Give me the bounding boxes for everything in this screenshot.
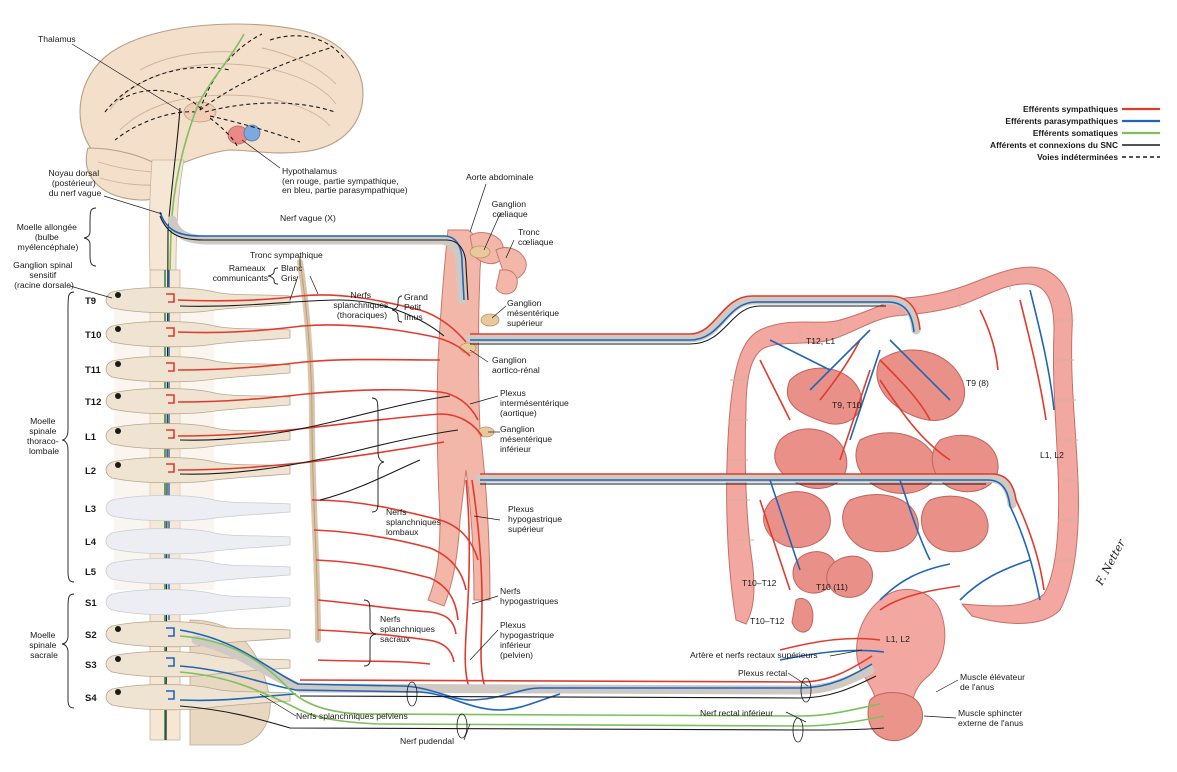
vertebral-segment-t10 <box>105 321 291 348</box>
legend-parasympathetic-label: Efférents parasympathiques <box>1005 116 1118 126</box>
label-moelle-thoraco: Moelle spinale thoraco- lombale <box>27 416 61 456</box>
label-moelle-sacrale: Moelle spinale sacrale <box>29 630 59 660</box>
dorsal-root-ganglion-l1 <box>115 428 121 434</box>
label-gut-l1-l2-right: L1, L2 <box>1040 450 1064 460</box>
labels: Thalamus Hypothalamus (en rouge, partie … <box>13 34 1128 746</box>
label-muscle-elevateur: Muscle élévateur de l'anus <box>960 672 1027 692</box>
hypothalamus-blue <box>243 124 261 142</box>
label-gut-t12-l1: T12, L1 <box>806 336 835 346</box>
level-label-t12: T12 <box>85 397 101 408</box>
brain <box>79 23 364 301</box>
preganglionic-neuron-s2 <box>166 627 175 637</box>
level-label-s3: S3 <box>85 660 97 671</box>
label-gut-l1-l2-bottom: L1, L2 <box>886 634 910 644</box>
label-ganglion-spinal: Ganglion spinal sensitif (racine dorsale… <box>13 260 75 290</box>
label-ganglion-aortico: Ganglion aortico-rénal <box>492 355 540 375</box>
signature: F. Netter <box>1093 537 1129 588</box>
preganglionic-neuron-t9 <box>166 293 175 303</box>
label-nerf-vague: Nerf vague (X) <box>280 213 336 223</box>
label-nerfs-hypo: Nerfs hypogastriques <box>500 586 558 606</box>
label-tronc-sympathique: Tronc sympathique <box>250 250 323 260</box>
sympathetic-trunk <box>297 259 321 643</box>
label-artere-rectaux: Artère et nerfs rectaux supérieurs <box>690 650 818 660</box>
label-gut-t9-8: T9 (8) <box>966 378 989 388</box>
vertebral-segment-l4 <box>105 528 291 555</box>
level-label-l3: L3 <box>85 504 96 515</box>
vertebral-segment-l5 <box>105 558 291 585</box>
vertebral-segment-s1 <box>105 589 291 616</box>
dorsal-root-ganglion-t10 <box>115 326 121 332</box>
legend-somatic-label: Efférents somatiques <box>1033 128 1119 138</box>
label-hypothalamus: Hypothalamus (en rouge, partie sympathiq… <box>282 166 408 195</box>
label-gut-t10-11: T10 (11) <box>816 582 848 592</box>
dorsal-root-ganglion-t12 <box>115 393 121 399</box>
anal-sphincter <box>867 692 924 742</box>
level-label-s2: S2 <box>85 630 97 641</box>
preganglionic-neuron-t10 <box>166 327 175 337</box>
label-moelle-allongee: Moelle allongée (bulbe myélencéphale) <box>17 222 80 252</box>
level-label-t9: T9 <box>85 296 96 307</box>
label-noyau-dorsal: Noyau dorsal (postérieur) du nerf vague <box>48 168 101 198</box>
level-label-l1: L1 <box>85 432 97 443</box>
preganglionic-neuron-s4 <box>166 690 175 700</box>
label-ganglion-coeliaque: Ganglion cœliaque <box>492 199 529 219</box>
legend-sympathetic-label: Efférents sympathiques <box>1023 104 1118 114</box>
label-gut-t10-t12-b: T10–T12 <box>750 616 785 626</box>
dorsal-root-ganglion-l2 <box>115 462 121 468</box>
level-label-t11: T11 <box>85 365 102 376</box>
pathways <box>159 211 1055 731</box>
label-nerfs-pelviens: Nerfs splanchniques pelviens <box>296 711 408 721</box>
level-label-l4: L4 <box>85 537 97 548</box>
label-thalamus: Thalamus <box>38 34 76 44</box>
label-petit: Petit <box>404 302 422 312</box>
label-nerfs-spl-lomb: Nerfs splanchniques lombaux <box>386 507 443 537</box>
dorsal-root-ganglion-t11 <box>115 361 121 367</box>
label-grand: Grand <box>404 292 428 302</box>
label-gris: Gris <box>281 273 297 283</box>
label-nerf-rectal-inf: Nerf rectal inférieur <box>700 708 773 718</box>
legend: Efférents sympathiques Efférents parasym… <box>990 104 1160 162</box>
label-imus: Imus <box>404 312 423 322</box>
dorsal-root-ganglion-s3 <box>115 656 121 662</box>
label-plexus-intermes: Plexus intermésentérique (aortique) <box>500 388 571 418</box>
level-label-t10: T10 <box>85 330 101 341</box>
label-gut-t9-t10: T9, T10 <box>832 400 862 410</box>
label-nerfs-spl-sacr: Nerfs splanchniques sacraux <box>380 614 437 644</box>
level-label-s1: S1 <box>85 598 97 609</box>
label-ganglion-mes-sup: Ganglion mésentérique supérieur <box>507 298 561 328</box>
label-rameaux: Rameaux communicants <box>213 263 268 283</box>
preganglionic-neuron-s3 <box>166 657 175 667</box>
level-label-l2: L2 <box>85 466 96 477</box>
label-plexus-rectal: Plexus rectal <box>738 668 787 678</box>
level-label-l5: L5 <box>85 567 97 578</box>
label-tronc-coeliaque: Tronc cœliaque <box>518 227 554 247</box>
preganglionic-neuron-l1 <box>166 429 175 439</box>
dorsal-root-ganglion-s2 <box>115 626 121 632</box>
label-gut-t10-t12-a: T10–T12 <box>742 578 777 588</box>
vertebral-segment-l3 <box>105 495 291 522</box>
label-ganglion-mes-inf: Ganglion mésentérique inférieur <box>500 424 554 454</box>
preganglionic-neuron-l2 <box>166 463 175 473</box>
level-label-s4: S4 <box>85 693 97 704</box>
label-plexus-hypo-inf: Plexus hypogastrique inférieur (pelvien) <box>500 620 556 660</box>
label-blanc: Blanc <box>281 263 303 273</box>
legend-undetermined-label: Voies indéterminées <box>1037 152 1118 162</box>
vertebral-segment-s4 <box>105 684 291 711</box>
legend-cns-label: Afférents et connexions du SNC <box>990 140 1118 150</box>
preganglionic-neuron-t12 <box>166 394 175 404</box>
preganglionic-neuron-t11 <box>166 362 175 372</box>
label-aorte: Aorte abdominale <box>466 172 534 182</box>
label-muscle-sphincter: Muscle sphincter externe de l'anus <box>958 708 1025 728</box>
dorsal-root-ganglion-s4 <box>115 689 121 695</box>
leaders <box>61 43 959 743</box>
label-plexus-hypo-sup: Plexus hypogastrique supérieur <box>508 504 564 534</box>
label-nerfs-spl-thor: Nerfs splanchniques (thoraciques) <box>333 290 390 320</box>
label-nerf-pudendal: Nerf pudendal <box>400 736 454 746</box>
dorsal-root-ganglion-t9 <box>115 292 121 298</box>
